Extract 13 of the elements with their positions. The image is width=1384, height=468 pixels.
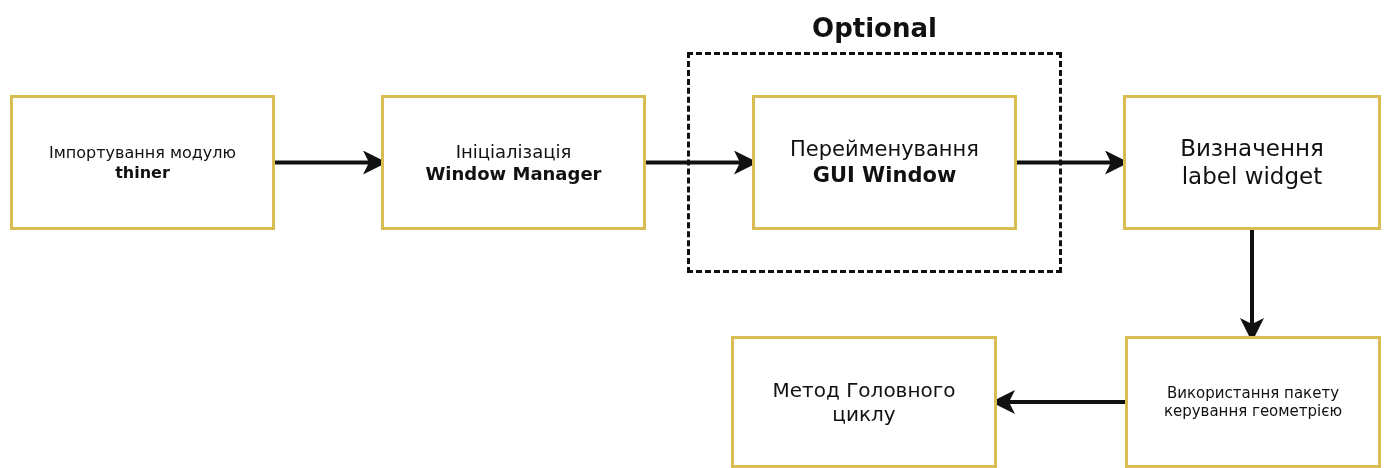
process-box: [10, 95, 275, 230]
box-label: Метод Головного циклу: [771, 378, 957, 426]
box-label: Визначення label widget: [1179, 134, 1325, 191]
process-box: [752, 95, 1017, 230]
process-box: [1125, 336, 1381, 468]
box-label: Використання пакету керування геометрією: [1162, 384, 1344, 420]
process-box: [381, 95, 646, 230]
box-label: Перейменування GUI Window: [789, 137, 980, 188]
box-label: Імпортування модулю thiner: [48, 143, 237, 182]
box-label: Ініціалізація Window Manager: [424, 140, 603, 185]
process-box: [1123, 95, 1381, 230]
group-heading: Optional: [811, 13, 938, 43]
process-box: [731, 336, 997, 468]
